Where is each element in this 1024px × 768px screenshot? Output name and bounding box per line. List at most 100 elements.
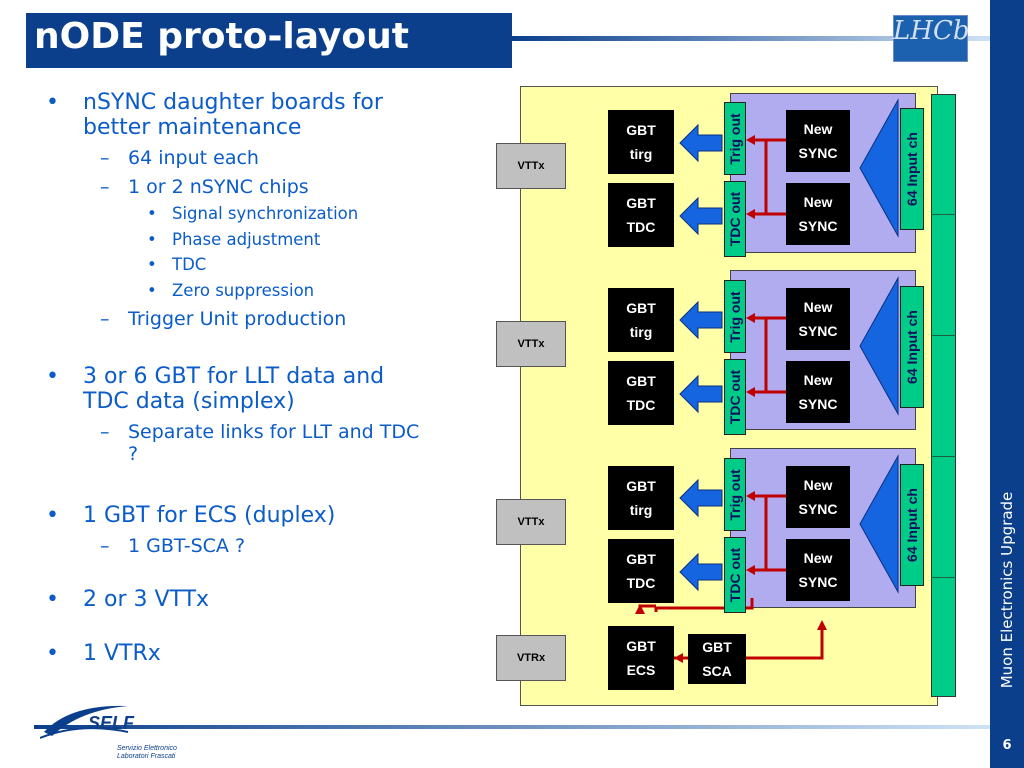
dash-marker: – [100, 176, 110, 198]
gbt-trig-block: GBT tirg [608, 288, 674, 352]
block-label: SYNC [798, 396, 838, 412]
block-label: GBT [626, 551, 656, 567]
block-label: SYNC [798, 574, 838, 590]
block-label: New [803, 194, 833, 210]
vttx-box: VTTx [496, 499, 566, 545]
self-logo-subtitle-2: Laboratori Frascati [117, 753, 176, 760]
block-label: GBT [626, 638, 656, 654]
trig-out-label: Trig out [724, 102, 746, 175]
lhcb-logo-text: LHCb [893, 16, 970, 46]
vtrx-box: VTRx [496, 635, 566, 681]
block-label: New [803, 121, 833, 137]
side-bar-text: Muon Electronics Upgrade [998, 491, 1016, 689]
vttx-box: VTTx [496, 321, 566, 367]
block-label: GBT [626, 122, 656, 138]
block-label: GBT [626, 478, 656, 494]
sub-bullet-item: 1 GBT-SCA ? [128, 535, 246, 557]
bullet-marker: • [147, 204, 157, 223]
bullet-item: 1 VTRx [83, 641, 161, 666]
bullet-marker: • [147, 230, 157, 249]
block-label: GBT [626, 300, 656, 316]
block-label: New [803, 550, 833, 566]
sub-sub-bullet-item: TDC [172, 255, 207, 274]
sub-bullet-item: 64 input each [128, 147, 259, 169]
new-sync-chip: New SYNC [786, 466, 850, 528]
footer-rule [34, 725, 990, 729]
block-label: tirg [629, 146, 653, 162]
sub-bullet-item: 1 or 2 nSYNC chips [128, 176, 309, 198]
self-logo-text: SELF [88, 713, 135, 733]
self-logo-subtitle-1: Servizio Elettronico [117, 745, 177, 752]
block-label: TDC [626, 575, 656, 591]
block-label: GBT [626, 373, 656, 389]
gbt-tdc-block: GBT TDC [608, 183, 674, 247]
gbt-tdc-block: GBT TDC [608, 539, 674, 603]
bullet-marker: • [46, 503, 59, 528]
block-label: New [803, 477, 833, 493]
bullet-item: 1 GBT for ECS (duplex) [83, 503, 336, 528]
block-label: SYNC [798, 501, 838, 517]
connector-divider [931, 577, 956, 578]
block-label: New [803, 372, 833, 388]
trig-out-label: Trig out [724, 458, 746, 531]
gbt-sca-block: GBT SCA [688, 634, 746, 684]
block-label: SYNC [798, 145, 838, 161]
input-ch-label: 64 Input ch [900, 108, 924, 230]
block-label: SYNC [798, 218, 838, 234]
gbt-trig-block: GBT tirg [608, 466, 674, 530]
sub-sub-bullet-item: Zero suppression [172, 281, 315, 300]
block-label: SYNC [798, 323, 838, 339]
slide-title: nODE proto-layout [34, 16, 409, 57]
bullet-item: 3 or 6 GBT for LLT data and TDC data (si… [83, 364, 385, 414]
tdc-out-label: TDC out [724, 359, 746, 435]
block-label: GBT [702, 639, 732, 655]
new-sync-chip: New SYNC [786, 288, 850, 350]
bullet-marker: • [46, 364, 59, 389]
input-ch-label: 64 Input ch [900, 286, 924, 408]
dash-marker: – [100, 535, 110, 557]
self-logo-swoosh-icon [40, 705, 129, 739]
tdc-out-label: TDC out [724, 537, 746, 613]
bullet-item: 2 or 3 VTTx [83, 587, 210, 612]
block-label: tirg [629, 324, 653, 340]
bullet-marker: • [147, 255, 157, 274]
block-label: New [803, 299, 833, 315]
block-label: TDC [626, 397, 656, 413]
trig-out-label: Trig out [724, 280, 746, 353]
bullet-marker: • [46, 90, 59, 115]
tdc-out-label: TDC out [724, 181, 746, 257]
block-label: tirg [629, 502, 653, 518]
dash-marker: – [100, 421, 110, 443]
header-rule [512, 36, 992, 41]
new-sync-chip: New SYNC [786, 539, 850, 601]
block-label: GBT [626, 195, 656, 211]
vttx-box: VTTx [496, 143, 566, 189]
new-sync-chip: New SYNC [786, 183, 850, 245]
bullet-item: nSYNC daughter boards for better mainten… [83, 90, 383, 140]
sub-sub-bullet-item: Phase adjustment [172, 230, 321, 249]
input-connector-strip [931, 94, 956, 697]
lhcb-logo [893, 15, 968, 62]
connector-divider [931, 214, 956, 215]
bullet-marker: • [147, 281, 157, 300]
bullet-marker: • [46, 587, 59, 612]
connector-divider [931, 335, 956, 336]
dash-marker: – [100, 147, 110, 169]
dash-marker: – [100, 308, 110, 330]
block-label: TDC [626, 219, 656, 235]
title-bar [26, 13, 512, 68]
bullet-marker: • [46, 641, 59, 666]
sub-bullet-item: Trigger Unit production [128, 308, 347, 330]
side-bar [990, 0, 1024, 768]
page-number: 6 [1002, 738, 1012, 753]
sub-bullet-item: Separate links for LLT and TDC ? [128, 421, 420, 465]
gbt-tdc-block: GBT TDC [608, 361, 674, 425]
input-ch-label: 64 Input ch [900, 464, 924, 586]
sub-sub-bullet-item: Signal synchronization [172, 204, 359, 223]
gbt-ecs-block: GBT ECS [608, 626, 674, 690]
new-sync-chip: New SYNC [786, 361, 850, 423]
block-label: SCA [702, 663, 732, 679]
new-sync-chip: New SYNC [786, 110, 850, 172]
gbt-trig-block: GBT tirg [608, 110, 674, 174]
block-label: ECS [626, 662, 656, 678]
